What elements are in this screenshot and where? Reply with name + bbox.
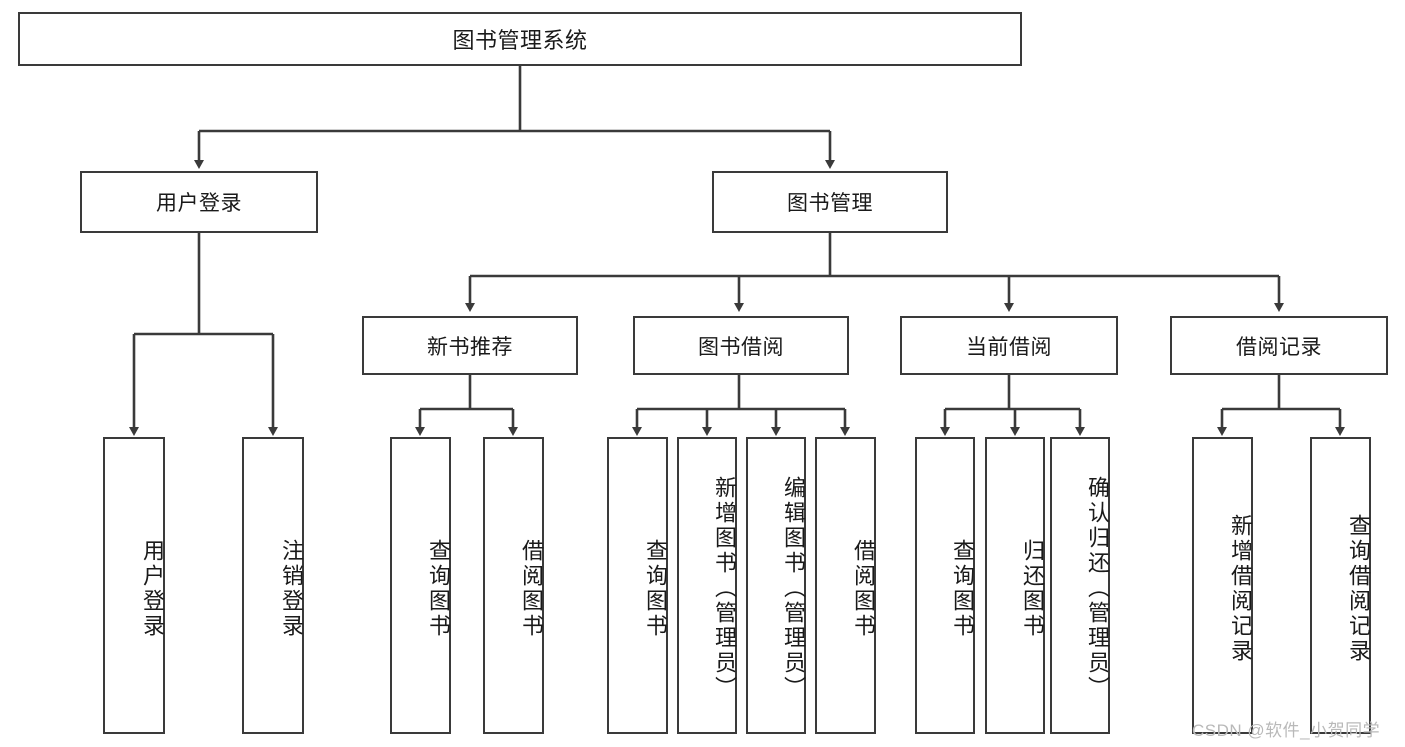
- leaf-user-login[interactable]: 用户登录: [103, 437, 165, 734]
- node-label: 查询图书: [426, 538, 451, 639]
- node-label: 编辑图书（管理员）: [781, 476, 806, 701]
- csdn-watermark: CSDN @软件_小贺同学: [1192, 721, 1381, 740]
- leaf-current-confirm-return-admin[interactable]: 确认归还（管理员）: [1050, 437, 1110, 734]
- node-label: 用户登录: [156, 192, 242, 215]
- node-label: 当前借阅: [966, 335, 1052, 359]
- leaf-current-return-book[interactable]: 归还图书: [985, 437, 1045, 734]
- node-new-book-recommend[interactable]: 新书推荐: [362, 316, 578, 375]
- node-label: 确认归还（管理员）: [1085, 476, 1110, 701]
- node-label: 新增借阅记录: [1228, 513, 1253, 664]
- node-label: 归还图书: [1020, 538, 1045, 639]
- node-root-system[interactable]: 图书管理系统: [18, 12, 1022, 66]
- leaf-borrow-add-book-admin[interactable]: 新增图书（管理员）: [677, 437, 737, 734]
- node-label: 查询借阅记录: [1346, 513, 1371, 664]
- node-label: 注销登录: [279, 538, 304, 639]
- leaf-borrow-query-book[interactable]: 查询图书: [607, 437, 668, 734]
- node-current-borrow[interactable]: 当前借阅: [900, 316, 1118, 375]
- node-label: 借阅图书: [519, 538, 544, 639]
- leaf-records-add-record[interactable]: 新增借阅记录: [1192, 437, 1253, 734]
- node-label: 图书管理系统: [452, 28, 588, 53]
- node-label: 查询图书: [643, 538, 668, 639]
- node-label: 新书推荐: [427, 335, 513, 359]
- leaf-records-query-record[interactable]: 查询借阅记录: [1310, 437, 1371, 734]
- leaf-borrow-edit-book-admin[interactable]: 编辑图书（管理员）: [746, 437, 806, 734]
- node-label: 图书借阅: [698, 335, 784, 359]
- leaf-newbook-query-book[interactable]: 查询图书: [390, 437, 451, 734]
- node-label: 新增图书（管理员）: [712, 476, 737, 701]
- leaf-user-logout[interactable]: 注销登录: [242, 437, 304, 734]
- leaf-borrow-borrow-book[interactable]: 借阅图书: [815, 437, 876, 734]
- node-book-management[interactable]: 图书管理: [712, 171, 948, 233]
- node-user-login[interactable]: 用户登录: [80, 171, 318, 233]
- node-book-borrow[interactable]: 图书借阅: [633, 316, 849, 375]
- node-label: 图书管理: [787, 192, 873, 215]
- node-label: 用户登录: [140, 538, 165, 639]
- node-label: 查询图书: [950, 538, 975, 639]
- node-borrow-records[interactable]: 借阅记录: [1170, 316, 1388, 375]
- leaf-newbook-borrow-book[interactable]: 借阅图书: [483, 437, 544, 734]
- leaf-current-query-book[interactable]: 查询图书: [915, 437, 975, 734]
- node-label: 借阅记录: [1236, 335, 1322, 359]
- node-label: 借阅图书: [851, 538, 876, 639]
